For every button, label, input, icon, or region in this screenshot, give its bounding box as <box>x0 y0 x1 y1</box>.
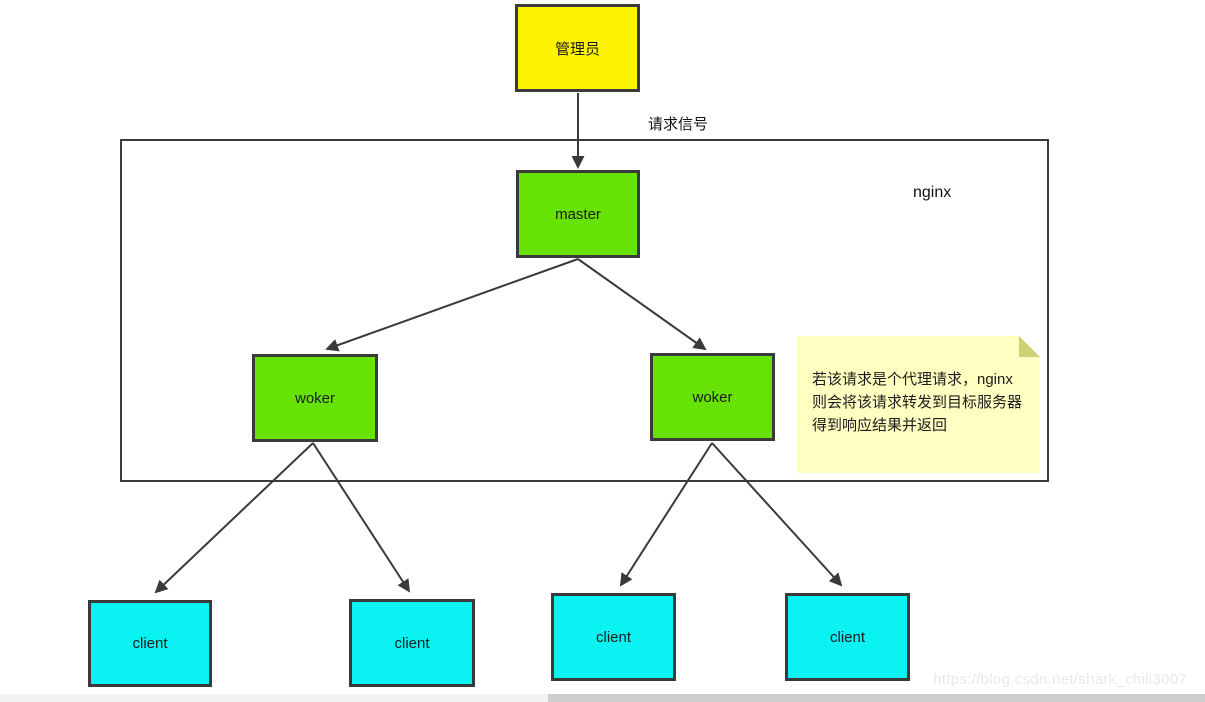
horizontal-scrollbar-thumb[interactable] <box>548 694 1205 702</box>
sticky-note-fold-icon <box>1019 336 1040 357</box>
boundary-label-nginx: nginx <box>913 184 952 201</box>
node-client-3-label: client <box>595 628 632 646</box>
sticky-note: 若该请求是个代理请求，nginx则会将该请求转发到目标服务器得到响应结果并返回 <box>797 336 1040 473</box>
node-worker-right-label: woker <box>692 388 733 406</box>
watermark-url: https://blog.csdn.net/shark_chili3007 <box>933 671 1187 688</box>
node-admin: 管理员 <box>515 4 640 92</box>
node-master-label: master <box>555 205 601 223</box>
node-client-1: client <box>88 600 212 687</box>
node-client-3: client <box>551 593 676 681</box>
node-client-2: client <box>349 599 475 687</box>
node-admin-label: 管理员 <box>554 40 600 58</box>
sticky-note-text: 若该请求是个代理请求，nginx则会将该请求转发到目标服务器得到响应结果并返回 <box>812 371 1023 434</box>
node-client-1-label: client <box>132 635 168 652</box>
node-client-2-label: client <box>394 634 430 652</box>
horizontal-scrollbar[interactable] <box>0 694 1205 702</box>
nginx-boundary-box <box>120 139 1049 482</box>
node-worker-left: woker <box>252 354 378 442</box>
node-worker-right: woker <box>650 353 775 441</box>
node-master: master <box>516 170 640 258</box>
edge-label-request-signal: 请求信号 <box>648 116 709 133</box>
node-client-4-label: client <box>829 628 866 646</box>
node-client-4: client <box>785 593 910 681</box>
node-worker-left-label: woker <box>294 389 335 407</box>
